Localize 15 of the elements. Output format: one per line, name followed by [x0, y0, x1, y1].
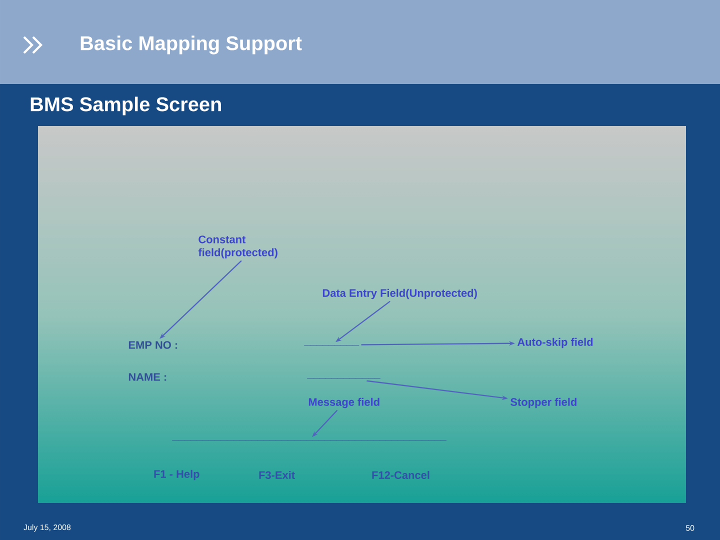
message-line: _____________________________________________ [172, 440, 446, 441]
function-key-label: F3-Exit [259, 470, 295, 480]
slide-subtitle: BMS Sample Screen [30, 96, 221, 116]
slide-title: Basic Mapping Support [80, 36, 302, 54]
input-field: ____________ [307, 378, 380, 379]
input-field: _________ [304, 345, 360, 346]
callout-text: Data Entry Field(Unprotected) [322, 288, 477, 300]
function-key-label: F12-Cancel [372, 470, 430, 480]
field-label: EMP NO : [128, 341, 178, 349]
callout-text: Stopper field [510, 398, 576, 408]
callout-text: Auto-skip field [517, 338, 593, 348]
function-key-label: F1 - Help [154, 470, 200, 480]
callout-text: Message field [308, 398, 380, 408]
field-label: NAME : [128, 373, 166, 381]
callout-text: Constant field(protected) [198, 236, 278, 258]
